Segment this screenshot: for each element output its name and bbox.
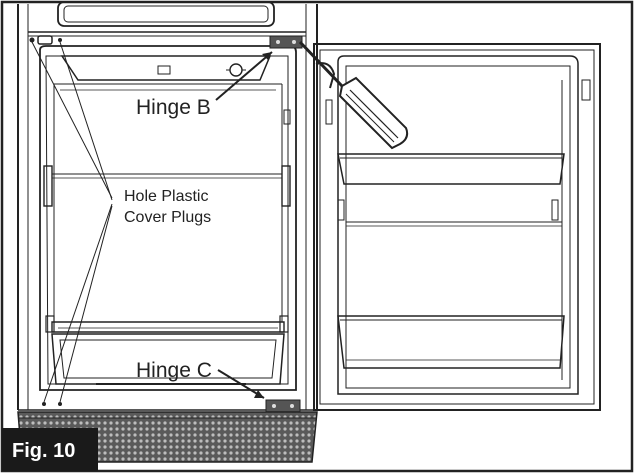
hinge-c-label: Hinge C bbox=[136, 359, 212, 382]
figure-tag bbox=[2, 428, 98, 471]
hinge-b bbox=[269, 35, 303, 49]
hole-plugs-label-line1: Hole Plastic bbox=[124, 188, 208, 205]
hinge-c bbox=[265, 399, 301, 413]
screwdriver-icon bbox=[298, 40, 409, 150]
figure-tag-label: Fig. 10 bbox=[12, 440, 75, 462]
fridge-door bbox=[313, 43, 601, 411]
hole-plugs-label-line2: Cover Plugs bbox=[124, 209, 211, 226]
hole-plugs bbox=[29, 35, 62, 406]
cabinet bbox=[17, 1, 318, 411]
hinge-b-label: Hinge B bbox=[136, 96, 211, 119]
plug-leader-lines bbox=[31, 41, 113, 403]
hinge-b-arrow bbox=[215, 51, 273, 101]
